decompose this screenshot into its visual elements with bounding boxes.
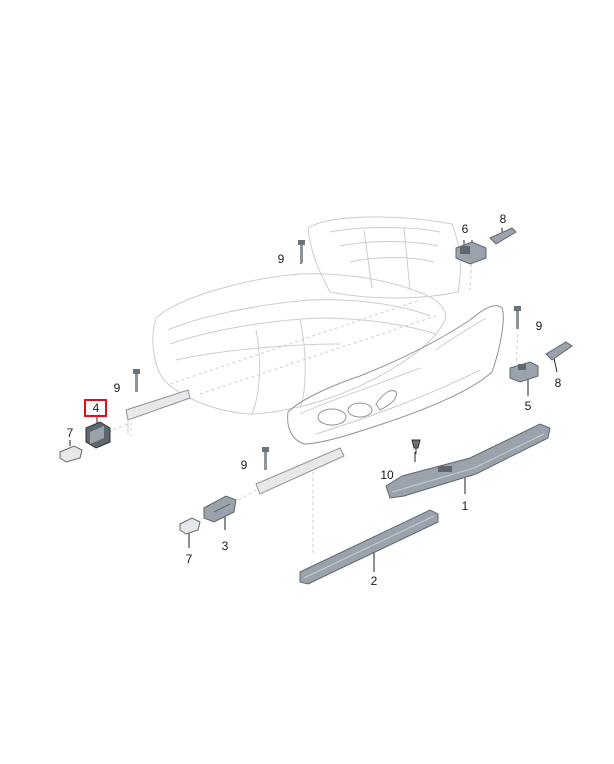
callout-label-2: 2: [371, 574, 378, 588]
callout-label-3: 3: [222, 539, 229, 553]
callout-label-8-top: 8: [500, 212, 507, 226]
leader-lines: [69, 228, 558, 572]
seat-rail-left: [125, 389, 191, 434]
callout-4-highlight-box: [84, 399, 107, 417]
part-10-expanding-clip: [411, 439, 421, 454]
seat-backrest: [307, 216, 461, 299]
callout-label-4: 4: [93, 401, 100, 415]
callout-label-9-top: 9: [278, 252, 285, 266]
part-7-cap-left: [59, 445, 83, 463]
screw-9-left: [133, 369, 140, 392]
part-7-cap-bottom: [179, 517, 201, 535]
seat-cushion: [152, 273, 446, 415]
screw-9-top: [298, 240, 305, 263]
part-8-cap-right: [545, 341, 573, 361]
part-3-clip: [203, 495, 237, 523]
callout-label-10: 10: [380, 468, 394, 482]
callout-label-9-right: 9: [536, 319, 543, 333]
callout-label-5: 5: [525, 399, 532, 413]
callout-label-6: 6: [462, 222, 469, 236]
part-4-bracket: [85, 421, 111, 449]
seat-rail-right: [255, 447, 345, 495]
screw-9-bottom: [262, 447, 269, 470]
callout-label-9-left: 9: [114, 381, 121, 395]
callout-label-8-right: 8: [555, 376, 562, 390]
screw-9-right: [514, 306, 521, 329]
callout-label-7-left: 7: [67, 426, 74, 440]
part-5-clip: [509, 361, 539, 383]
callout-label-1: 1: [462, 499, 469, 513]
callout-label-9-bottom: 9: [241, 458, 248, 472]
part-1-trim-strip: [385, 423, 551, 499]
part-2-trim-strip: [299, 509, 439, 585]
seat-side-panel: [287, 305, 504, 445]
part-6-clip: [455, 241, 487, 265]
callout-label-7-bottom: 7: [186, 552, 193, 566]
part-8-cap-top: [489, 227, 517, 245]
